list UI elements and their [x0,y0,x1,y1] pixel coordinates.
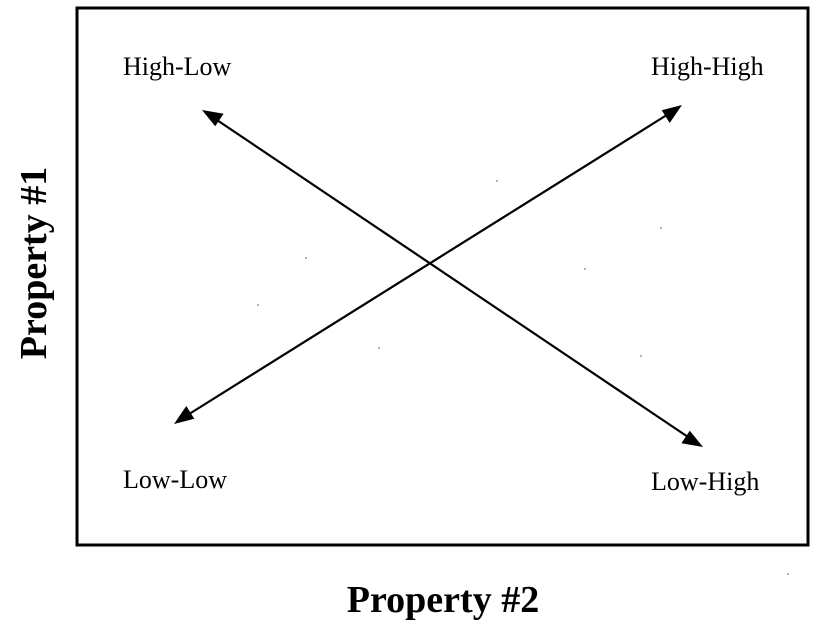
arrowhead-top-right [661,105,682,123]
scan-speck [378,347,380,349]
scan-speck [640,355,642,357]
quadrant-label-low-low: Low-Low [123,465,227,494]
diagonal-line-high-low-to-low-high [213,117,692,440]
scan-speck [787,573,789,575]
scan-speck [305,257,307,259]
diagonal-line-low-low-to-high-high [185,112,671,417]
x-axis-label: Property #2 [347,579,539,621]
scan-speck [584,268,586,270]
quadrant-label-low-high: Low-High [651,467,759,496]
y-axis-label: Property #1 [13,167,55,359]
arrowhead-top-left [202,110,224,127]
arrowhead-bottom-left [174,406,195,424]
arrowhead-bottom-right [681,430,703,447]
scan-speck [660,227,662,229]
quadrant-label-high-high: High-High [651,52,764,81]
scan-speck [496,180,498,182]
scan-speck [257,304,259,306]
diagram-frame [75,6,810,547]
quadrant-label-high-low: High-Low [123,52,232,81]
